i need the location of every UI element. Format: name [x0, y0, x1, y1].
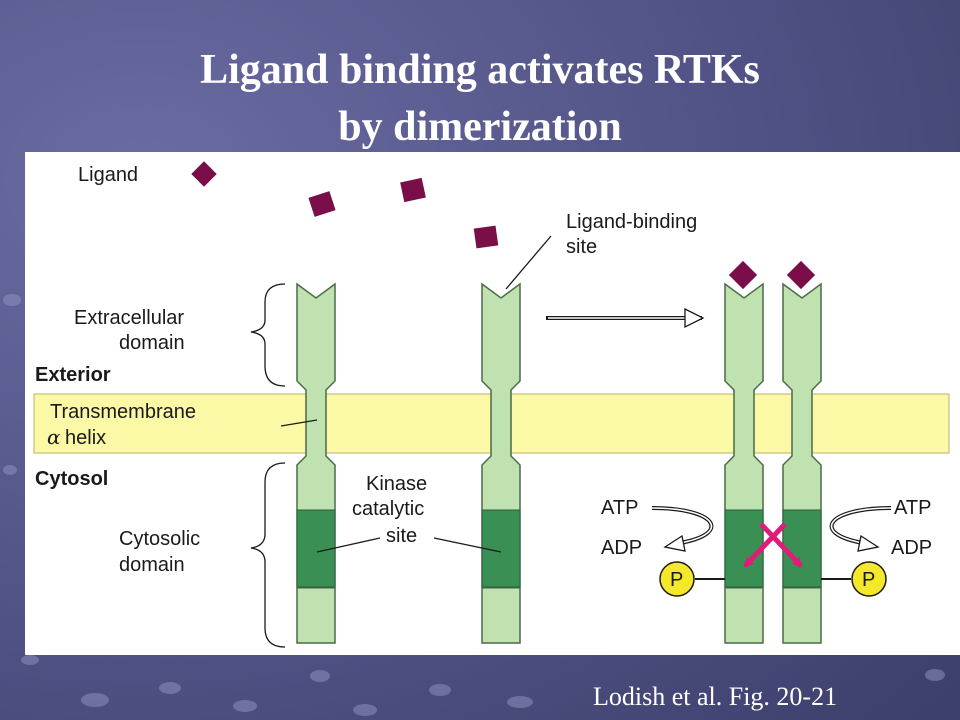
- dimer-receptor-a: [724, 282, 764, 644]
- extracellular-domain-label-line-1: Extracellular: [74, 307, 184, 329]
- phosphate-right: [851, 561, 887, 597]
- adp-label-left: ADP: [601, 537, 642, 559]
- rtk-dimerization-diagram: Ligand Ligand-binding site Extracellular…: [33, 161, 950, 648]
- phosphate-label-right: P: [862, 569, 875, 591]
- slide-title-line-1: Ligand binding activates RTKs: [200, 47, 760, 93]
- ligand-legend-icon: [191, 161, 217, 187]
- kinase-domain-1: [296, 509, 336, 588]
- cross-phosphorylation-arrows: [743, 522, 803, 568]
- phosphate-label-left: P: [670, 569, 683, 591]
- kinase-domain-dimer-a: [724, 509, 764, 588]
- cytosolic-domain-label-line-1: Cytosolic: [119, 528, 200, 550]
- receptor-monomer-2: [481, 282, 521, 644]
- figure-citation: Lodish et al. Fig. 20-21: [593, 682, 838, 711]
- dimer-receptor-b: [782, 282, 822, 644]
- ligand-free-1: [308, 191, 336, 217]
- kinase-label-line-1: Kinase: [366, 473, 427, 495]
- adp-label-right: ADP: [891, 537, 932, 559]
- ligand-free-3: [473, 225, 499, 249]
- ligand-binding-site-label-line-2: site: [566, 236, 597, 258]
- cytosolic-brace: [250, 462, 286, 648]
- extracellular-domain-label-line-2: domain: [119, 332, 185, 354]
- cytosol-label: Cytosol: [35, 468, 108, 490]
- slide-title-line-2: by dimerization: [338, 104, 622, 150]
- atp-label-left: ATP: [601, 497, 638, 519]
- ligand-binding-site-label-line-1: Ligand-binding: [566, 211, 697, 233]
- figure-panel: Ligand Ligand-binding site Extracellular…: [25, 152, 960, 655]
- kinase-pointer-left: [316, 537, 381, 553]
- transmembrane-label-line-1: Transmembrane: [50, 401, 196, 423]
- phosphate-left: [659, 561, 695, 597]
- extracellular-brace: [250, 283, 286, 387]
- ligand-bound-a: [728, 260, 758, 290]
- transmembrane-pointer: [280, 419, 318, 427]
- transmembrane-label-line-2: helix: [65, 427, 106, 449]
- kinase-label-line-3: site: [386, 525, 417, 547]
- kinase-label-line-2: catalytic: [352, 498, 424, 520]
- kinase-domain-2: [481, 509, 521, 588]
- cytosolic-domain-label-line-2: domain: [119, 554, 185, 576]
- ligand-binding-site-pointer: [505, 235, 552, 290]
- receptor-monomer-1: [296, 282, 336, 644]
- atp-label-right: ATP: [894, 497, 931, 519]
- ligand-bound-b: [786, 260, 816, 290]
- ligand-free-2: [400, 177, 426, 203]
- ligand-label: Ligand: [78, 164, 138, 186]
- kinase-domain-dimer-b: [782, 509, 822, 588]
- kinase-pointer-right: [433, 537, 502, 553]
- exterior-label: Exterior: [35, 364, 111, 386]
- alpha-symbol: α: [47, 425, 61, 449]
